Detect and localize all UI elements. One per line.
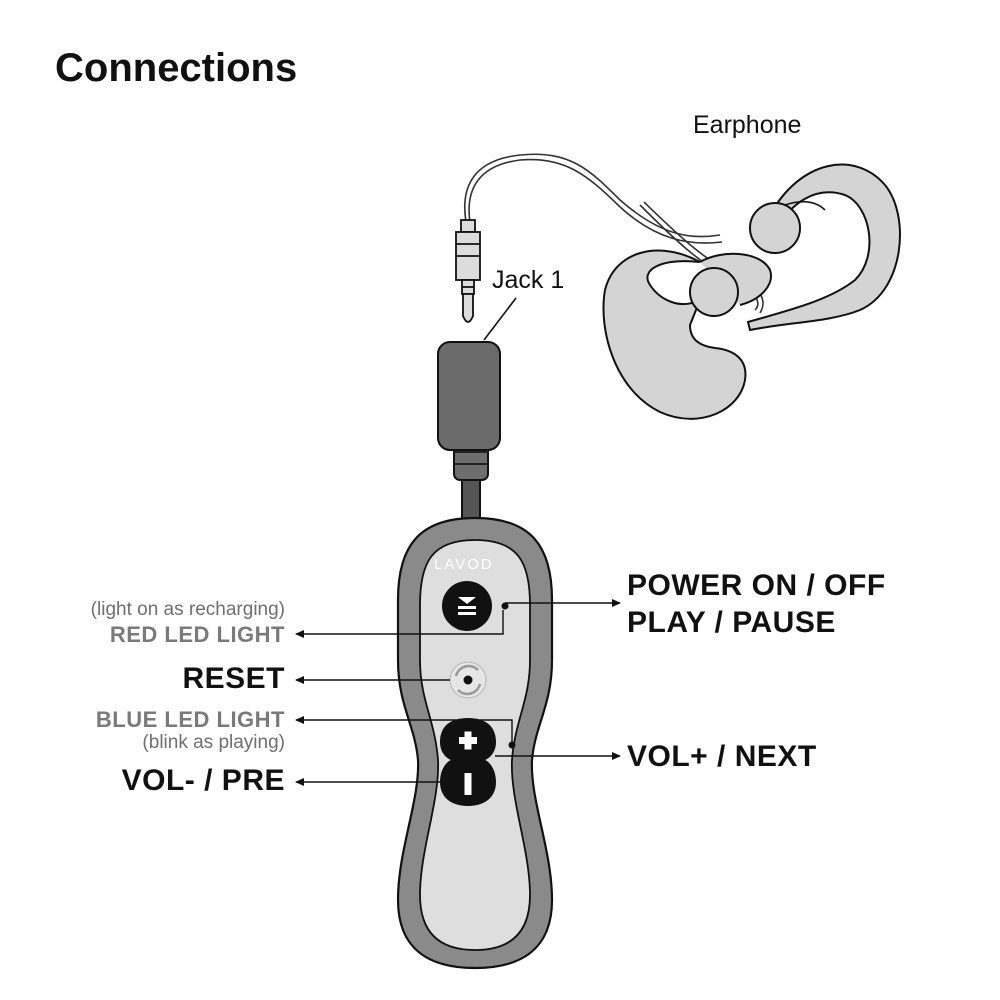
vol-minus-button[interactable] [464,773,472,795]
power-label: POWER ON / OFF [627,569,886,602]
jack-pointer [483,297,517,341]
earphone-label: Earphone [693,111,802,139]
blue-led-callout-line [295,716,513,742]
red-led-callout-line [295,610,504,638]
blue-led-dot [508,741,516,749]
vol-down-label: VOL- / PRE [121,764,285,797]
power-button[interactable] [442,581,492,631]
earphone-right [746,163,901,332]
page-title: Connections [55,46,298,90]
volume-rocker [440,718,496,806]
plus-icon [459,731,477,750]
jack-label: Jack 1 [492,266,565,294]
jack-plug [455,219,481,323]
play-pause-icon [458,597,476,615]
device-cable [453,439,489,529]
jack-socket [437,341,501,451]
minus-icon [464,773,472,795]
play-pause-label: PLAY / PAUSE [627,606,836,639]
red-led-note: (light on as recharging) [90,599,285,620]
vol-up-label: VOL+ / NEXT [627,740,817,773]
brand-logo-text: LAVOD [434,556,494,573]
reset-label: RESET [182,662,285,695]
refresh-icon [454,664,482,696]
earphone-left [602,249,772,420]
blue-led-note: (blink as playing) [142,732,285,753]
vol-plus-button[interactable] [459,731,477,750]
red-led-label: RED LED LIGHT [109,622,285,647]
red-led-dot [501,602,509,610]
blue-led-label: BLUE LED LIGHT [95,707,285,732]
reset-button[interactable] [449,661,487,699]
